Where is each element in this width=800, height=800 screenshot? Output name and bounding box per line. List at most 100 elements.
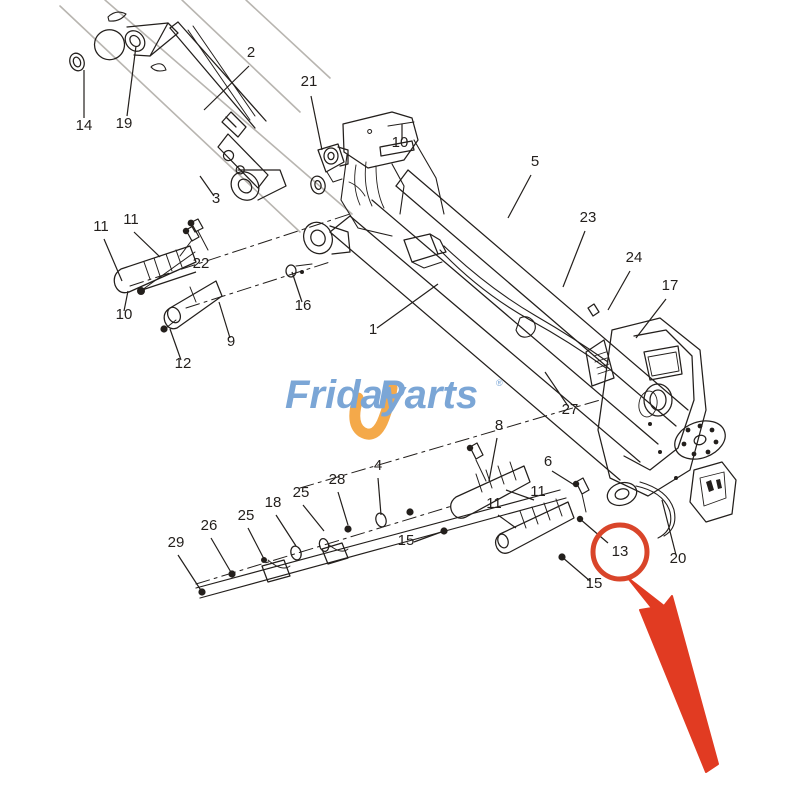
callout-label: 2 <box>247 44 255 61</box>
callout-8: 8 <box>488 417 503 482</box>
callout-29: 29 <box>168 534 203 593</box>
callout-label: 28 <box>329 471 346 488</box>
callout-label: 25 <box>293 484 310 501</box>
boom-lower-pivot-eye <box>302 221 351 255</box>
leader-line <box>310 95 323 151</box>
boom-assembly-linework <box>59 0 737 599</box>
callout-label: 6 <box>544 453 552 470</box>
watermark-text-friday: Friday <box>285 373 407 417</box>
boom-cylinder-part-2 <box>93 11 287 201</box>
leader-line <box>133 231 161 258</box>
callout-label: 16 <box>295 297 312 314</box>
callout-label: 10 <box>392 134 409 151</box>
callout-25: 25 <box>238 507 265 560</box>
callout-label: 29 <box>168 534 185 551</box>
callout-label: 14 <box>76 117 93 134</box>
callout-18: 18 <box>265 494 297 547</box>
leader-line <box>210 537 233 575</box>
washer-part-14 <box>69 52 85 72</box>
leader-line <box>505 489 535 501</box>
leader-line <box>376 283 439 329</box>
callout-label: 27 <box>562 401 579 418</box>
leader-line <box>579 518 609 544</box>
pin-part-3 <box>187 218 209 251</box>
callout-21: 21 <box>301 73 323 151</box>
leader-line <box>377 477 382 516</box>
callout-15: 15 <box>398 530 445 549</box>
leader-line <box>103 238 123 282</box>
leader-line <box>177 554 203 593</box>
leader-line <box>126 45 137 117</box>
leader-line <box>635 298 667 339</box>
leader-line <box>607 270 631 311</box>
highlight-arrow <box>627 577 719 773</box>
callout-label: 1 <box>369 321 377 338</box>
leader-line <box>199 175 215 197</box>
boom-head-bracket-part-17 <box>597 317 737 539</box>
callout-22: 22 <box>141 255 209 291</box>
callout-5: 5 <box>507 153 539 219</box>
callout-23: 23 <box>562 209 596 288</box>
highlight-circle <box>590 522 650 582</box>
callout-12: 12 <box>169 328 191 372</box>
leader-line <box>551 470 577 487</box>
leader-line <box>497 514 517 529</box>
callout-2: 2 <box>203 44 255 111</box>
hose-routing-assembly <box>195 489 567 599</box>
callout-label: 13 <box>612 543 629 560</box>
callout-label: 15 <box>586 575 603 592</box>
fridayparts-watermark: Friday Parts ® <box>285 373 503 440</box>
callout-11: 11 <box>123 211 161 258</box>
callout-28: 28 <box>329 471 349 526</box>
leader-line <box>488 437 498 482</box>
highlight-annotation <box>590 522 719 773</box>
callout-label: 8 <box>495 417 503 434</box>
callout-17: 17 <box>635 277 679 339</box>
center-lines <box>129 213 601 585</box>
leader-line <box>203 65 250 111</box>
callout-label: 20 <box>670 550 687 567</box>
leader-line <box>291 271 303 303</box>
leader-line <box>218 301 231 339</box>
leader-line <box>169 328 182 361</box>
callout-6: 6 <box>544 453 577 487</box>
leader-line <box>413 530 445 543</box>
callout-15: 15 <box>561 556 603 592</box>
callout-label: 26 <box>201 517 218 534</box>
callout-24: 24 <box>607 249 643 311</box>
boom-foot-casting <box>310 111 445 237</box>
callout-label: 4 <box>374 457 382 474</box>
callout-label: 11 <box>486 495 502 512</box>
callout-4: 4 <box>374 457 382 516</box>
callout-10: 10 <box>116 290 132 323</box>
callout-label: 18 <box>265 494 282 511</box>
pin-assembly-part-10-11 <box>113 225 200 295</box>
leader-line <box>123 290 129 312</box>
callout-10: 10 <box>392 124 409 151</box>
callout-20: 20 <box>661 499 687 567</box>
callout-label: 17 <box>662 277 679 294</box>
callout-11: 11 <box>486 495 517 529</box>
callout-13: 13 <box>579 518 629 560</box>
callout-label: 9 <box>227 333 235 350</box>
callout-27: 27 <box>544 371 579 418</box>
leader-line <box>661 499 677 556</box>
pin-part-16 <box>285 263 313 278</box>
leader-line <box>544 371 569 407</box>
leader-line <box>302 504 325 532</box>
bushing-part-9 <box>160 280 223 333</box>
callout-26: 26 <box>201 517 233 575</box>
callout-11: 11 <box>93 218 123 282</box>
callout-25: 25 <box>293 484 325 532</box>
callout-19: 19 <box>116 45 137 132</box>
callout-3: 3 <box>199 175 220 207</box>
callout-1: 1 <box>369 283 439 338</box>
leader-line <box>507 174 532 219</box>
callout-label: 24 <box>626 249 643 266</box>
leader-line <box>275 514 297 547</box>
callout-9: 9 <box>218 301 235 350</box>
callout-label: 11 <box>530 483 546 500</box>
